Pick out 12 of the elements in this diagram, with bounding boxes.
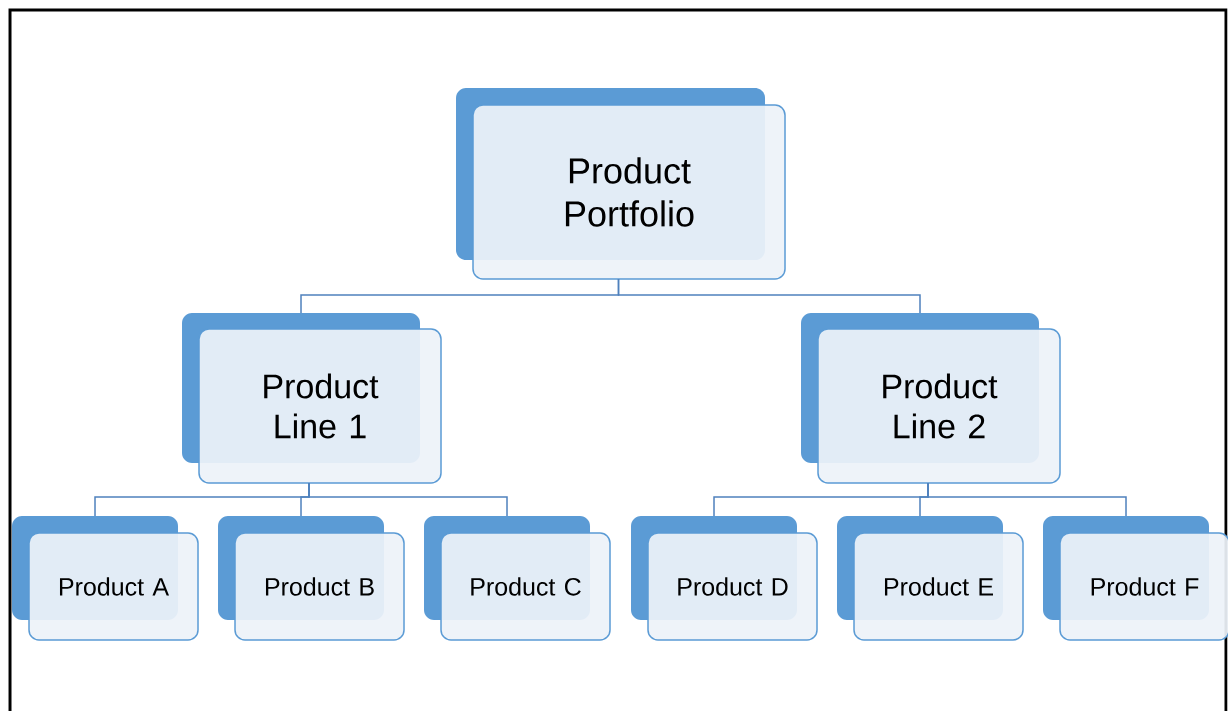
org-chart-box: Product F (1043, 516, 1228, 641)
org-chart-box: Product Line 1 (182, 313, 442, 484)
org-chart-box: Product E (837, 516, 1024, 641)
org-chart-box: Product A (12, 516, 199, 641)
org-chart-box: Product Line 2 (801, 313, 1061, 484)
connector-line (308, 482, 508, 517)
org-chart-box: Product C (424, 516, 611, 641)
org-chart-box: Product Portfolio (456, 88, 786, 280)
connector-line (617, 278, 921, 314)
org-chart-box: Product D (631, 516, 818, 641)
org-chart-box: Product B (218, 516, 405, 641)
connector-line (927, 482, 1127, 517)
